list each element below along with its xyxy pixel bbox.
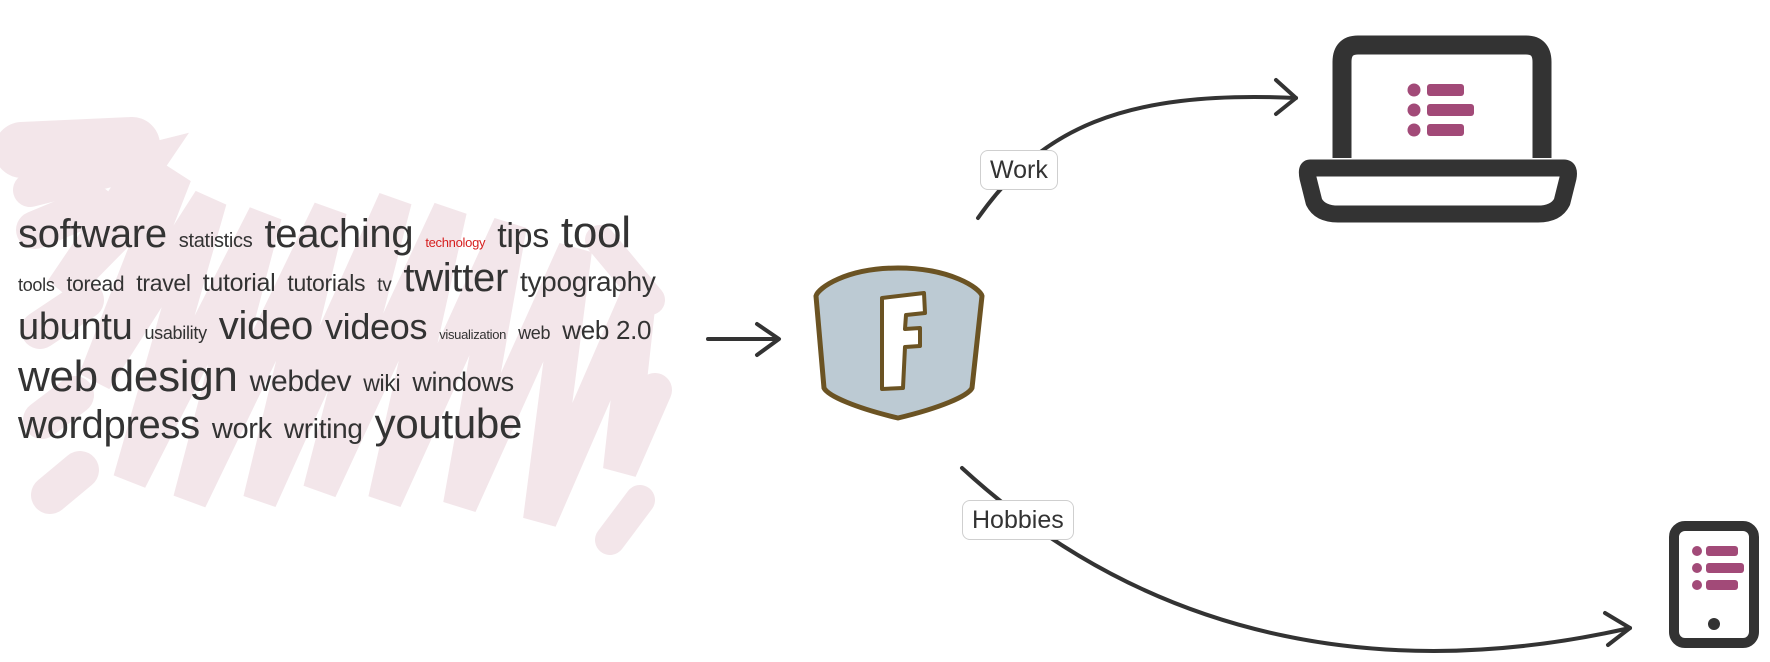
tag-cloud-tag[interactable]: tools bbox=[18, 275, 55, 295]
tag-cloud-tag[interactable]: travel bbox=[136, 270, 191, 296]
tag-cloud-tag[interactable]: tutorial bbox=[202, 269, 276, 297]
tag-cloud-row: software statistics teaching technology tips… bbox=[18, 208, 678, 257]
tag-cloud-tag[interactable]: software bbox=[18, 212, 167, 256]
tag-cloud: software statistics teaching technology tips… bbox=[18, 208, 678, 448]
work-edge-label: Work bbox=[980, 150, 1058, 190]
phone-screen-list-icon bbox=[1692, 546, 1744, 590]
tag-cloud-row: wordpress work writing youtube bbox=[18, 400, 678, 448]
tag-cloud-tag[interactable]: wordpress bbox=[18, 403, 200, 447]
hobbies-edge-arrow bbox=[960, 466, 1632, 653]
tag-cloud-tag[interactable]: usability bbox=[144, 323, 207, 343]
tag-cloud-tag[interactable]: webdev bbox=[249, 365, 352, 398]
cloud-to-hub-arrow bbox=[706, 322, 781, 357]
tag-cloud-tag[interactable]: toread bbox=[66, 273, 125, 296]
laptop-screen-list-icon bbox=[1407, 83, 1474, 137]
tag-cloud-tag[interactable]: web 2.0 bbox=[562, 315, 652, 345]
work-edge-arrow bbox=[976, 78, 1298, 220]
tag-cloud-tag[interactable]: ubuntu bbox=[18, 306, 133, 348]
phone-list-icon[interactable] bbox=[1669, 521, 1759, 648]
hobbies-edge-label: Hobbies bbox=[962, 500, 1074, 540]
tag-cloud-tag[interactable]: technology bbox=[425, 235, 486, 250]
tag-cloud-tag[interactable]: statistics bbox=[178, 230, 253, 252]
scribble-background bbox=[0, 117, 672, 555]
tag-cloud-tag[interactable]: tv bbox=[377, 275, 392, 296]
tag-cloud-tag[interactable]: teaching bbox=[264, 212, 414, 256]
phone-home-button bbox=[1708, 618, 1720, 630]
tag-cloud-tag[interactable]: youtube bbox=[374, 400, 523, 447]
tag-cloud-tag[interactable]: web design bbox=[18, 352, 238, 401]
tag-cloud-tag[interactable]: visualization bbox=[439, 327, 507, 342]
laptop-list-icon[interactable] bbox=[1298, 35, 1577, 223]
tag-cloud-tag[interactable]: web bbox=[518, 323, 551, 343]
tag-cloud-row: ubuntu usability video videos visualization w… bbox=[18, 304, 678, 352]
tag-cloud-row: web design webdev wiki windows bbox=[18, 352, 678, 401]
tag-cloud-tag[interactable]: typography bbox=[520, 266, 656, 297]
tag-cloud-tag[interactable]: twitter bbox=[403, 256, 508, 300]
tag-cloud-tag[interactable]: videos bbox=[324, 306, 428, 347]
tag-cloud-tag[interactable]: work bbox=[211, 413, 272, 445]
tag-cloud-tag[interactable]: video bbox=[218, 304, 313, 348]
tag-cloud-tag[interactable]: tool bbox=[560, 208, 631, 257]
tag-cloud-tag[interactable]: tutorials bbox=[287, 270, 366, 296]
tag-cloud-tag[interactable]: wiki bbox=[363, 370, 401, 396]
tag-cloud-tag[interactable]: windows bbox=[412, 367, 514, 397]
f-shield-badge-icon[interactable] bbox=[813, 265, 985, 421]
tag-cloud-tag[interactable]: tips bbox=[497, 217, 549, 255]
tag-cloud-tag[interactable]: writing bbox=[283, 413, 363, 444]
